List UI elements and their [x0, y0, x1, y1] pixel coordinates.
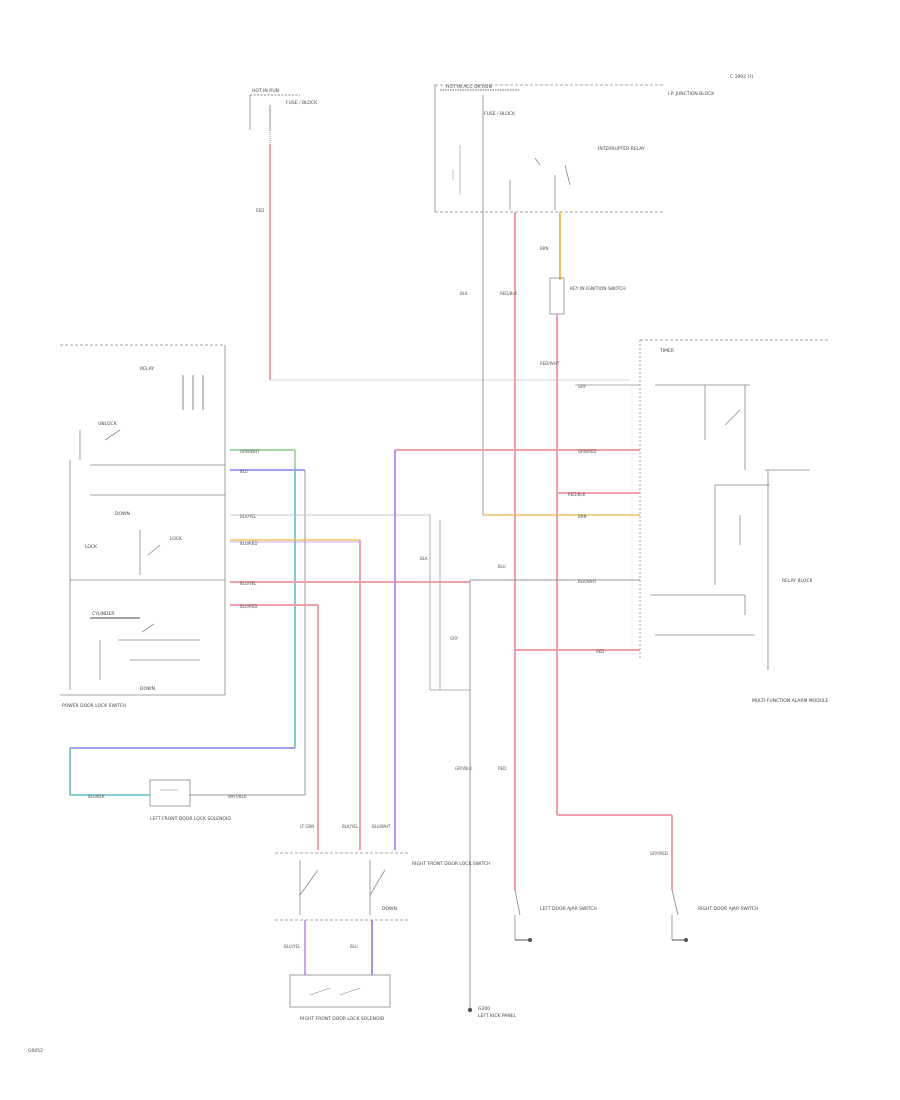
- rear-solenoid-label: RIGHT FRONT DOOR LOCK SOLENOID: [300, 1016, 385, 1022]
- cylinder-label: CYLINDER: [92, 611, 114, 617]
- wire-label-w22: GRN/WHT: [240, 449, 260, 454]
- wire-label-w5: RED/WHT: [540, 361, 560, 366]
- wire-label-w25: BLU/RED: [240, 541, 257, 546]
- header-right-label: C 1992 (?): [730, 74, 754, 80]
- power-door-lock-switch: RELAY UNLOCK DOWN LOCK LOCK CYLINDER DOW…: [60, 344, 226, 709]
- rear-down-label: DOWN: [382, 906, 397, 912]
- wire-label-w13b: RED/BLK: [568, 492, 586, 497]
- switch-title: POWER DOOR LOCK SWITCH: [62, 703, 126, 709]
- left-ajar-label: LEFT DOOR AJAR SWITCH: [540, 906, 597, 912]
- wire-label-w1: LT GRN: [300, 824, 314, 829]
- ip-junction-label: HOT IN ACC OR RUN: [446, 84, 492, 90]
- footer-code: G0052: [28, 1048, 43, 1054]
- right-ajar-label: RIGHT DOOR AJAR SWITCH: [698, 906, 758, 912]
- ip-junction-desc: FUSE / BLOCK: [484, 111, 516, 117]
- wire-label-w16: RED: [256, 208, 264, 213]
- wire-label-w20: BRN: [578, 514, 587, 519]
- ground-point: G200 LEFT KICK PANEL: [467, 1006, 517, 1019]
- ip-junction-title: I.P. JUNCTION BLOCK: [668, 91, 715, 97]
- lock-switch-label: LOCK: [85, 544, 98, 550]
- left-solenoid-label: LEFT FRONT DOOR LOCK SOLENOID: [150, 816, 231, 822]
- wire-label-w11: BLK/WHT: [578, 579, 597, 584]
- ip-junction-block: HOT IN ACC OR RUN I.P. JUNCTION BLOCK FU…: [434, 74, 754, 213]
- wire-label-w8: GRY/BLK: [455, 766, 472, 771]
- timer-module-label: TIMER: [659, 348, 674, 354]
- wire-label-w26b: BLU: [350, 944, 358, 949]
- wire-label-w24: BLU/BLK: [88, 794, 105, 799]
- wire-label-w9: BLU: [498, 564, 506, 569]
- right-switch-label: RIGHT FRONT DOOR LOCK SWITCH: [412, 861, 490, 867]
- relay-label: RELAY: [140, 366, 154, 372]
- wire-label-w7: BLU/YEL: [240, 581, 257, 586]
- wire-label-w16c: RED: [498, 766, 506, 771]
- top-left-fuse-label: HOT IN RUN: [252, 88, 279, 94]
- wire-label-w14: BLU/WHT: [372, 824, 391, 829]
- timer-wires: GRN/RED RED/BLK BLK/WHT RED GRY: [395, 384, 640, 654]
- ground-desc: LEFT KICK PANEL: [478, 1013, 517, 1019]
- down-label: DOWN: [115, 511, 130, 517]
- top-left-fuse-block: HOT IN RUN FUSE / BLOCK: [249, 88, 318, 145]
- down-label-2: DOWN: [140, 686, 155, 692]
- lock-label: LOCK: [170, 536, 183, 542]
- wire-label-w16b: RED: [596, 649, 604, 654]
- wire-label-w26: BLU: [240, 469, 248, 474]
- door-ajar-switches: LEFT DOOR AJAR SWITCH RIGHT DOOR AJAR SW…: [514, 889, 758, 942]
- key-switch-label: KEY IN IGNITION SWITCH: [570, 286, 626, 292]
- timer-module: TIMER RELAY BLOCK MULTI-FUNCTION ALARM M…: [631, 339, 830, 704]
- junction-wires: RED BLK RED/BLK BRN KEY IN IGNITION SWIT…: [256, 145, 673, 890]
- relay-block-label: RELAY BLOCK: [782, 578, 814, 584]
- wire-label-w19: GRY: [450, 636, 459, 641]
- wire-label-w18: BLK: [420, 556, 428, 561]
- wire-label-w6: BLU/RED: [240, 604, 257, 609]
- interrupter-relay-label: INTERRUPTER RELAY: [598, 146, 645, 152]
- wire-label-w21: GRY: [578, 384, 587, 389]
- wire-label-w15: GRY/RED: [650, 851, 668, 856]
- alarm-module-label: MULTI-FUNCTION ALARM MODULE: [752, 698, 828, 704]
- wire-label-w2: BLK/YEL: [240, 514, 257, 519]
- switch-wires: GRN/WHT BLU BLU/BLK WHT/BLK LEFT FRONT D…: [69, 449, 506, 1010]
- wire-label-w23: GRN/RED: [578, 449, 597, 454]
- wire-label-w3: BLK/YEL: [342, 824, 359, 829]
- ground-label: G200: [478, 1006, 490, 1012]
- top-left-fuse-desc: FUSE / BLOCK: [286, 100, 318, 106]
- right-front-lock-switch: LT GRN BLK/YEL BLU/WHT DOWN RIGHT FRONT …: [275, 824, 490, 1022]
- wire-label-w12: BLK: [460, 291, 468, 296]
- wire-label-w17: BLU/YEL: [284, 944, 301, 949]
- wire-label-w10: BRN: [540, 246, 549, 251]
- unlock-label: UNLOCK: [98, 421, 118, 427]
- wire-label-w4: WHT/BLK: [228, 794, 247, 799]
- wire-label-w13: RED/BLK: [500, 291, 518, 296]
